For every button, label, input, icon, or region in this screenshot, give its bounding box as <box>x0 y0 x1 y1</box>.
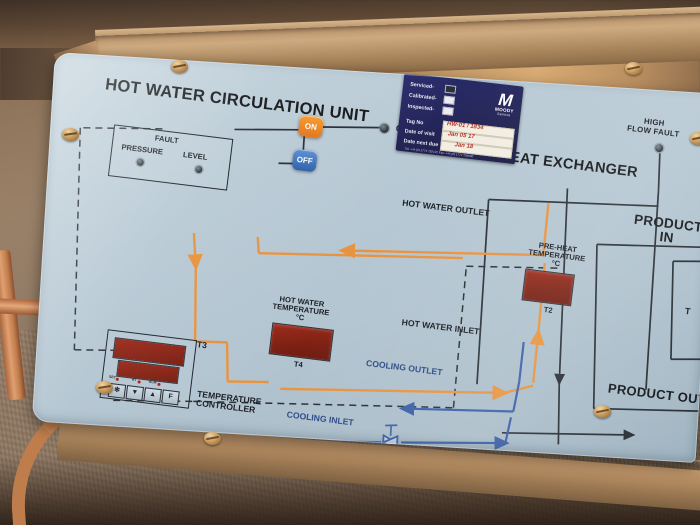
fault-indicator-box: FAULT PRESSURE LEVEL <box>107 124 234 191</box>
moody-service-logo: M MOODY Service <box>494 90 515 118</box>
sticker-row-calibrated: Calibrated- <box>408 92 437 102</box>
controller-led-alm <box>157 382 161 386</box>
on-button[interactable]: ON <box>297 114 325 139</box>
controller-tag-set: SET <box>108 374 117 380</box>
sticker-checkbox-calibrated <box>443 95 456 105</box>
pre-heat-tag: T2 <box>543 304 554 315</box>
hot-water-inlet-label: HOT WATER INLET <box>401 317 480 337</box>
pre-heat-display-caption: PRE-HEAT TEMPERATURE °C <box>527 241 587 272</box>
fault-title: FAULT <box>154 133 180 146</box>
cooling-outlet-label: COOLING OUTLET <box>365 357 444 378</box>
hot-water-temperature-display <box>268 322 334 362</box>
sticker-row-inspected: Inspected- <box>407 103 435 113</box>
controller-button-down[interactable]: ▼ <box>125 385 145 401</box>
temperature-controller[interactable]: SET AT ALM ✻ ▼ ▲ F <box>99 329 198 409</box>
sticker-label-tag-no: Tag No <box>405 118 424 127</box>
controller-tag-alm: ALM <box>148 379 157 385</box>
cooling-inlet-label: COOLING INLET <box>286 409 355 428</box>
pressure-label: PRESSURE <box>120 142 164 157</box>
sticker-row-serviced: Serviced- <box>409 81 435 91</box>
calibration-sticker: Serviced- Calibrated- Inspected- M MOODY… <box>395 72 524 165</box>
on-lamp-icon <box>379 123 390 134</box>
controller-caption: TEMPERATURE CONTROLLER <box>195 389 262 416</box>
controller-led-at <box>137 380 141 384</box>
page-title: HOT WATER CIRCULATION UNIT <box>104 75 371 126</box>
sticker-checkbox-inspected <box>441 106 454 116</box>
high-flow-fault-label: HIGH FLOW FAULT <box>627 115 681 139</box>
off-button[interactable]: OFF <box>291 148 318 173</box>
controller-button-up[interactable]: ▲ <box>143 387 162 404</box>
pre-heat-temperature-display <box>521 268 575 307</box>
control-panel: HOT WATER CIRCULATION UNIT FAULT PRESSUR… <box>31 52 700 464</box>
high-flow-fault-lamp-icon <box>654 143 664 153</box>
controller-tag-at: AT <box>131 377 137 383</box>
controller-tag-t3: T3 <box>196 339 208 351</box>
level-label: LEVEL <box>182 149 208 162</box>
pressure-fault-lamp-icon <box>136 158 145 167</box>
controller-button-function[interactable]: F <box>161 389 180 406</box>
sticker-label-date-visit: Date of visit <box>404 128 435 138</box>
hot-water-outlet-label: HOT WATER OUTLET <box>401 197 490 219</box>
controller-led-set <box>115 377 119 381</box>
hot-water-tag: T4 <box>293 359 304 370</box>
hot-water-display-caption: HOT WATER TEMPERATURE °C <box>271 294 331 326</box>
level-fault-lamp-icon <box>194 165 203 174</box>
product-out-label: PRODUCT OUT <box>607 380 700 408</box>
sticker-checkbox-serviced <box>444 84 457 94</box>
moody-brand-sub: Service <box>497 111 511 118</box>
right-tag-label: T <box>684 305 692 317</box>
product-in-label: PRODUCT IN <box>632 212 700 249</box>
heat-exchanger-title: HEAT EXCHANGER <box>498 148 639 181</box>
